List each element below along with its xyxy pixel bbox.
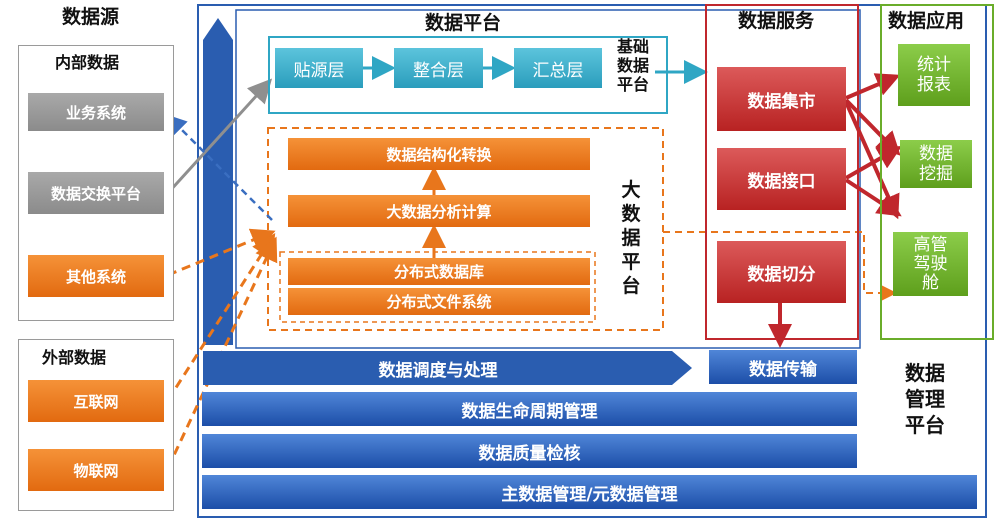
base-layer-summary[interactable]: 汇总层 [514,48,602,88]
data-platform-title: 数据平台 [425,12,502,34]
data-api-box[interactable]: 数据接口 [717,148,846,210]
arrow-mart-mine [844,98,901,156]
mgmt-label-line-2: 管理 [905,387,945,411]
data-application-frame [880,4,994,340]
bigdata-label-char-3: 据 [621,227,641,249]
distributed-db-box[interactable]: 分布式数据库 [288,258,590,285]
exchange-platform-box[interactable]: 数据交换平台 [28,172,164,214]
business-system-box[interactable]: 业务系统 [28,93,164,131]
data-split-box[interactable]: 数据切分 [717,241,846,303]
stat-report-box[interactable]: 统计 报表 [898,44,970,106]
quality-check-bar[interactable]: 数据质量检核 [202,434,857,468]
arrow-internet [166,232,276,401]
lifecycle-bar[interactable]: 数据生命周期管理 [202,392,857,426]
data-application-title: 数据应用 [888,10,965,32]
bigdata-label-char-5: 台 [621,275,641,297]
base-platform-frame [268,36,668,114]
iot-box[interactable]: 物联网 [28,449,164,491]
arrow-mart-stat [845,73,901,100]
data-service-title: 数据服务 [738,10,815,32]
mgmt-label-line-1: 数据 [905,361,945,385]
platform-frame [197,4,987,518]
base-layer-source[interactable]: 贴源层 [275,48,363,88]
schedule-processing-bar[interactable]: 数据调度与处理 [378,360,498,381]
internet-box[interactable]: 互联网 [28,380,164,422]
data-transfer-bar[interactable]: 数据传输 [709,350,857,384]
arrow-api-cockpit [844,178,902,217]
data-mining-box[interactable]: 数据 挖掘 [900,140,972,188]
bigdata-platform-label: 大 数 据 平 台 [616,178,646,298]
base-label-line-2: 数据 [616,56,649,75]
structure-transform-box[interactable]: 数据结构化转换 [288,138,590,170]
bigdata-label-char-1: 大 [621,179,641,201]
internal-data-title: 内部数据 [55,53,120,72]
arrow-api-mine [845,146,902,180]
base-layer-integration[interactable]: 整合层 [394,48,483,88]
arrow-bigdata-to-cockpit [663,231,897,301]
arrow-exchange-to-base [166,78,273,195]
vertical-pillar [203,18,233,345]
other-system-box[interactable]: 其他系统 [28,255,164,297]
arrow-dashed-blue [166,114,273,221]
base-platform-label: 基础 数据 平台 [608,37,658,94]
data-mart-box[interactable]: 数据集市 [717,67,846,131]
base-label-line-3: 平台 [616,75,649,94]
base-label-line-1: 基础 [616,37,649,56]
bigdata-compute-box[interactable]: 大数据分析计算 [288,195,590,227]
inner-platform-frame [235,9,861,349]
data-source-title: 数据源 [62,6,120,28]
storage-dashed-frame [279,251,596,323]
data-service-frame [705,4,859,340]
distributed-fs-box[interactable]: 分布式文件系统 [288,288,590,315]
bigdata-label-char-4: 平 [621,251,641,273]
bigdata-label-char-2: 数 [621,203,641,225]
exec-cockpit-box[interactable]: 高管 驾驶 舱 [893,232,968,296]
management-platform-label: 数据 管理 平台 [895,360,955,438]
schedule-bar-shape [203,351,692,385]
master-metadata-bar[interactable]: 主数据管理/元数据管理 [202,475,977,509]
mgmt-label-line-3: 平台 [905,413,945,437]
external-data-title: 外部数据 [42,348,107,367]
